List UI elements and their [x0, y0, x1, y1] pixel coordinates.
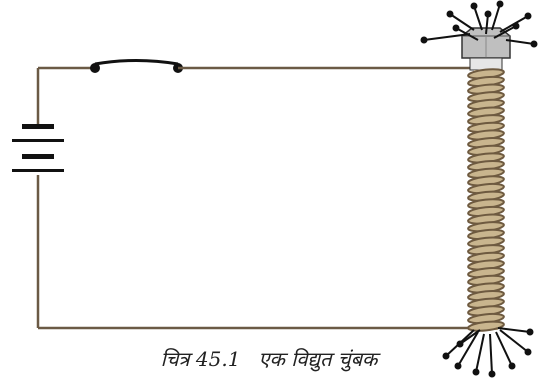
iron-pins-top [420, 0, 538, 48]
battery [12, 124, 64, 172]
battery-plate-3 [22, 154, 54, 159]
battery-plate-2 [12, 139, 64, 142]
switch-lever[interactable] [94, 59, 179, 66]
iron-pins-bottom [442, 327, 534, 378]
figure-caption: चित्र 45.1 एक विद्युत चुंबक [0, 345, 538, 372]
coil-on-bolt [467, 68, 505, 332]
circuit-wires [36, 59, 470, 330]
coil-turn [467, 320, 505, 332]
figure-number: चित्र 45.1 [160, 347, 241, 371]
figure-title: एक विद्युत चुंबक [258, 347, 378, 371]
battery-plate-4 [12, 169, 64, 172]
battery-plate-1 [22, 124, 54, 129]
switch-terminal-left [90, 63, 100, 73]
